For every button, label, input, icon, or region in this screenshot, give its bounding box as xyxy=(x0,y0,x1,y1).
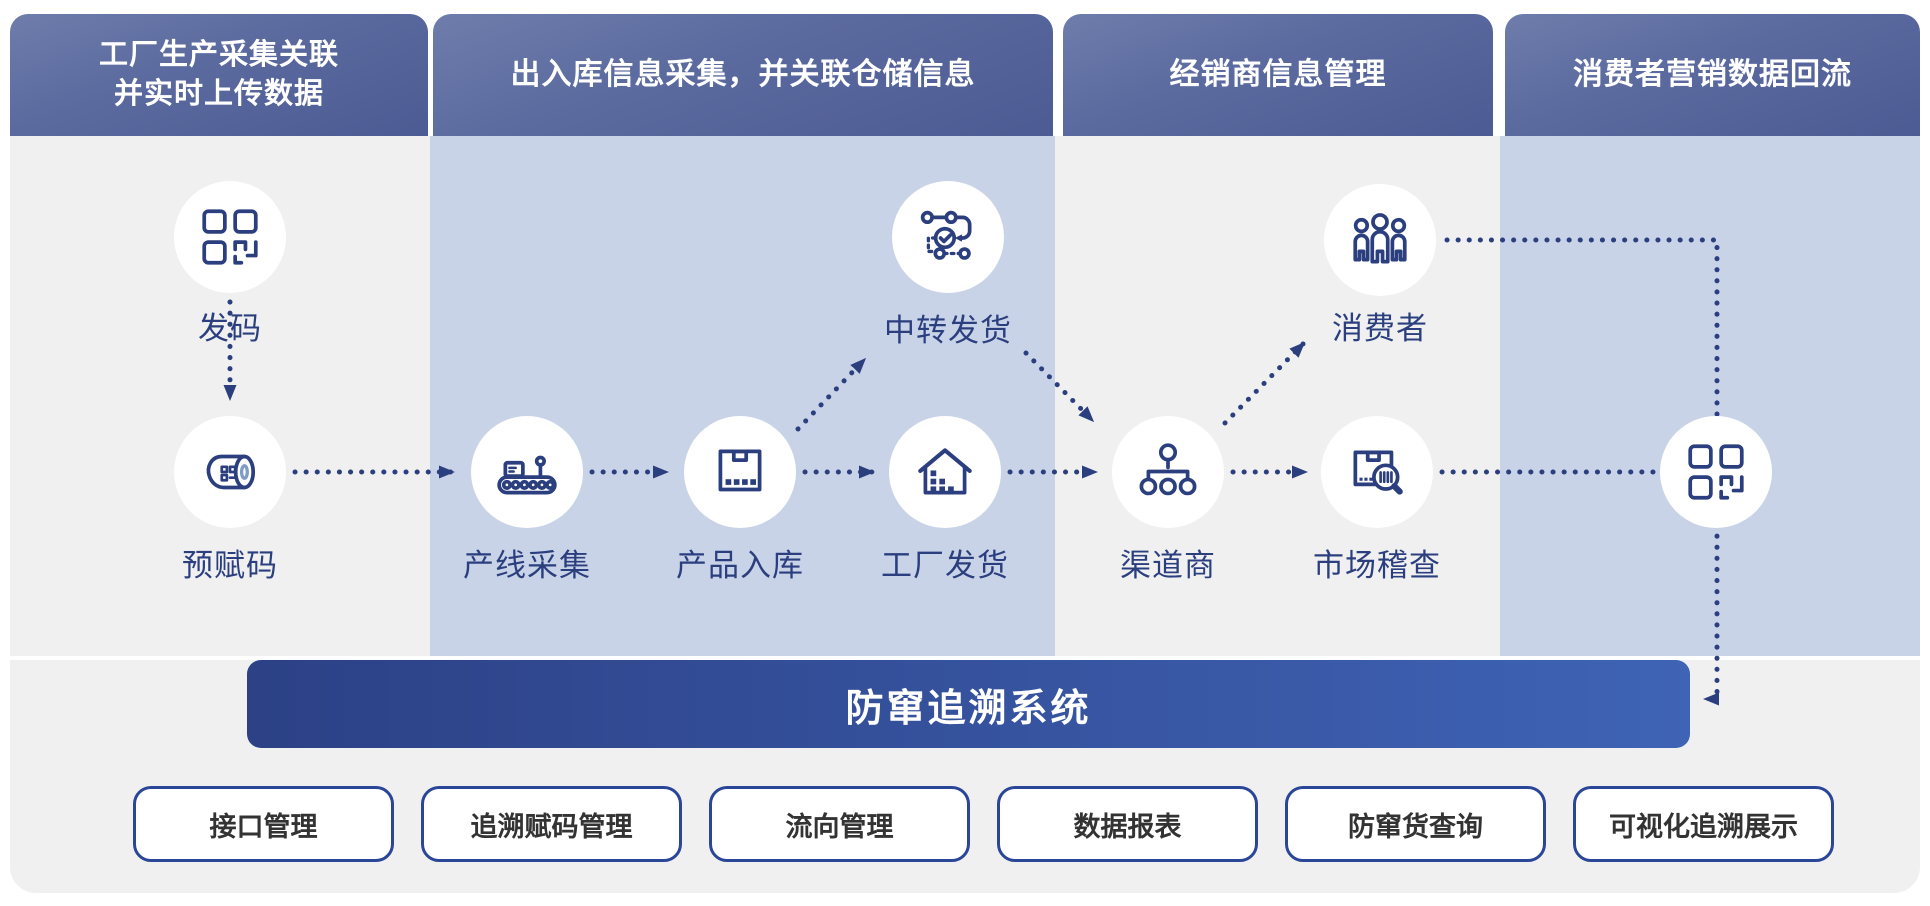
module-button-interface-management[interactable]: 接口管理 xyxy=(133,786,394,862)
node-factory-shipping xyxy=(889,416,1001,528)
header-line: 消费者营销数据回流 xyxy=(1573,57,1852,91)
node-label-consumer: 消费者 xyxy=(1332,311,1428,346)
conveyor-icon xyxy=(497,455,557,495)
column-header-factory: 工厂生产采集关联 并实时上传数据 xyxy=(10,14,428,136)
header-line: 经销商信息管理 xyxy=(1169,57,1387,91)
carton-box-icon xyxy=(718,449,762,492)
node-label-pre-assign-code: 预赋码 xyxy=(182,548,278,583)
bottom-section: 防窜追溯系统 接口管理 追溯赋码管理 流向管理 数据报表 防窜货查询 可视化追溯… xyxy=(10,660,1920,893)
system-banner-label: 防窜追溯系统 xyxy=(845,687,1092,730)
qr-code-icon xyxy=(1688,444,1744,500)
label-roll-icon xyxy=(206,454,256,490)
node-product-inbound xyxy=(684,416,796,528)
module-button-flow-management[interactable]: 流向管理 xyxy=(709,786,970,862)
node-label-transit-shipping: 中转发货 xyxy=(884,313,1012,348)
module-button-anti-diversion-query[interactable]: 防窜货查询 xyxy=(1285,786,1546,862)
system-banner: 防窜追溯系统 xyxy=(247,660,1690,748)
warehouse-house-icon xyxy=(918,448,972,495)
module-button-data-reports[interactable]: 数据报表 xyxy=(997,786,1258,862)
node-label-factory-shipping: 工厂发货 xyxy=(881,548,1009,583)
module-button-visual-trace-display[interactable]: 可视化追溯展示 xyxy=(1573,786,1834,862)
node-pre-assign-code xyxy=(174,416,286,528)
column-header-warehouse: 出入库信息采集，并关联仓储信息 xyxy=(433,14,1053,136)
route-check-icon xyxy=(920,210,972,260)
column-consumer-bg xyxy=(1500,136,1920,656)
node-consumer xyxy=(1324,184,1436,296)
node-market-inspection xyxy=(1321,416,1433,528)
node-label-market-inspection: 市场稽查 xyxy=(1313,548,1441,583)
header-line: 出入库信息采集，并关联仓储信息 xyxy=(510,57,976,91)
node-label-line-collection: 产线采集 xyxy=(463,548,591,583)
node-label-channel-distributor: 渠道商 xyxy=(1120,548,1216,583)
node-label-issue-code: 发码 xyxy=(198,311,262,346)
module-button-trace-code-management[interactable]: 追溯赋码管理 xyxy=(421,786,682,862)
header-line: 并实时上传数据 xyxy=(113,78,324,110)
node-issue-code xyxy=(174,181,286,293)
node-label-product-inbound: 产品入库 xyxy=(676,548,804,583)
header-line: 工厂生产采集关联 xyxy=(98,38,339,71)
column-header-consumer: 消费者营销数据回流 xyxy=(1505,14,1920,136)
module-button-row: 接口管理 追溯赋码管理 流向管理 数据报表 防窜货查询 可视化追溯展示 xyxy=(133,786,1834,862)
node-qr-endpoint xyxy=(1660,416,1772,528)
qr-code-icon xyxy=(202,209,258,265)
node-line-collection xyxy=(471,416,583,528)
org-chart-icon xyxy=(1139,443,1197,496)
box-magnifier-icon xyxy=(1353,450,1403,495)
node-transit-shipping xyxy=(892,181,1004,293)
people-icon xyxy=(1353,213,1407,264)
node-channel-distributor xyxy=(1112,416,1224,528)
column-header-distributor: 经销商信息管理 xyxy=(1063,14,1493,136)
